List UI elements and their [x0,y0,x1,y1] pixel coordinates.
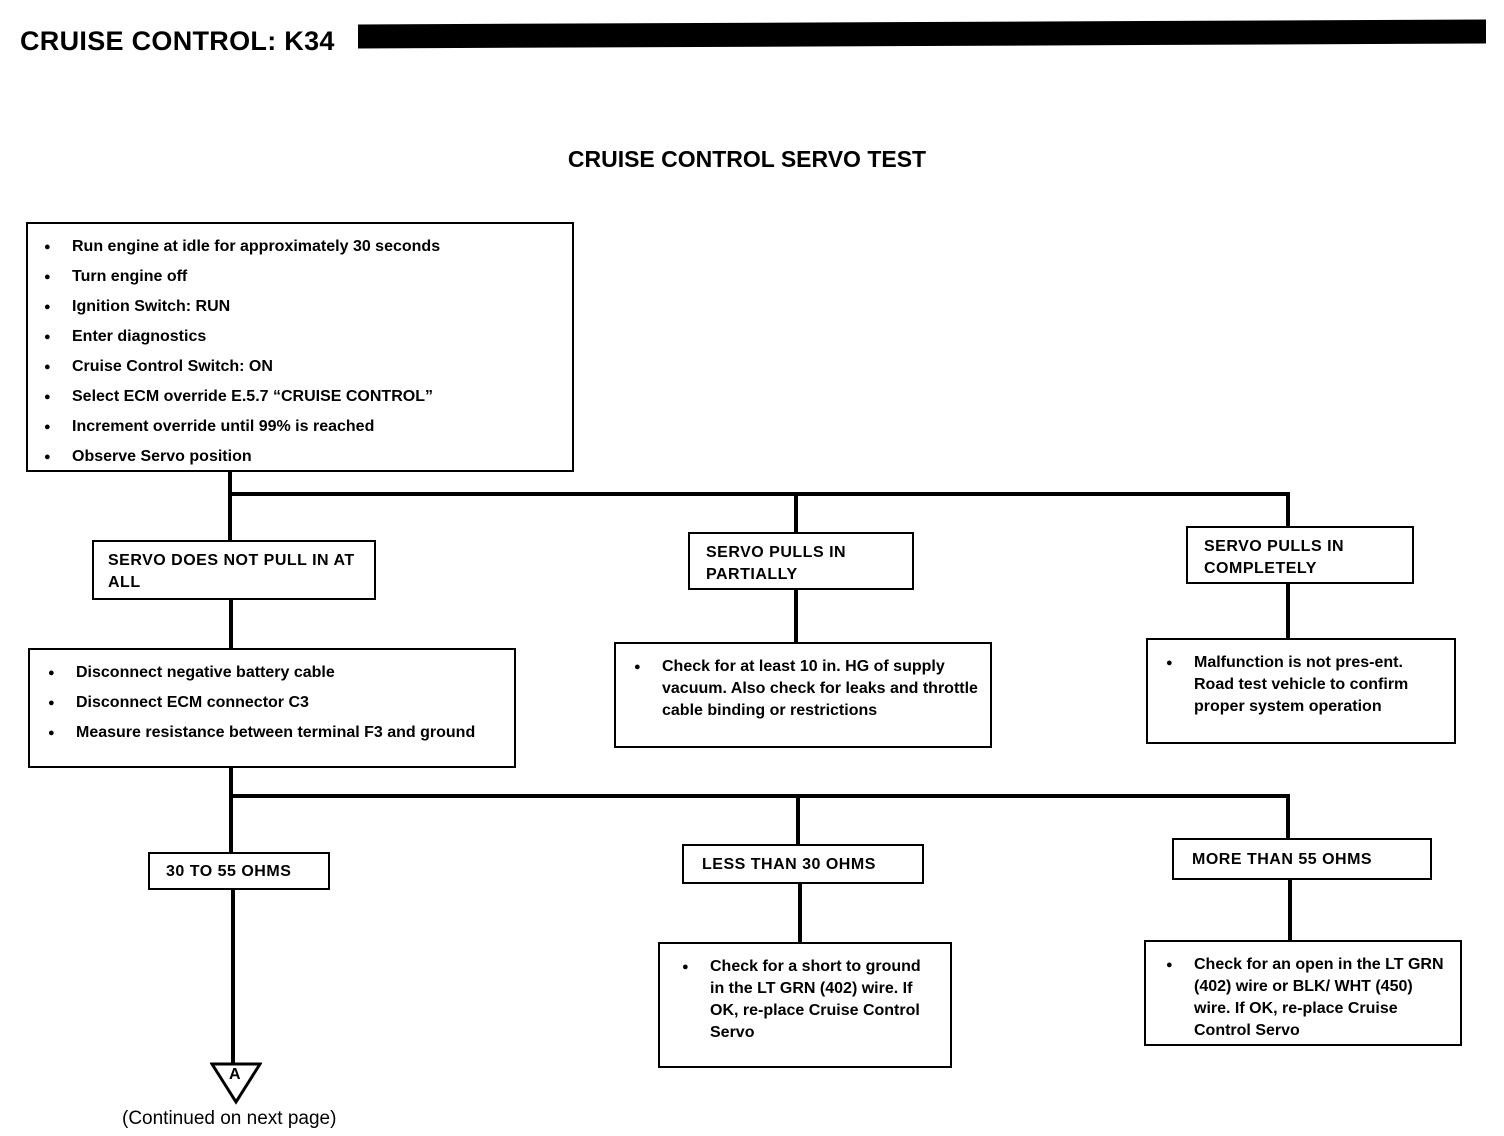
outcome-no-pull-box: SERVO DOES NOT PULL IN AT ALL [92,540,376,600]
connector-line [794,494,798,534]
disconnect-procedure-box: Disconnect negative battery cable Discon… [28,648,516,768]
step-item: Ignition Switch: RUN [44,296,562,318]
step-item: Disconnect negative battery cable [48,662,502,684]
resistance-label: MORE THAN 55 OHMS [1192,851,1373,868]
outcome-complete-box: SERVO PULLS IN COMPLETELY [1186,526,1414,584]
connector-line [229,598,233,650]
step-item: Turn engine off [44,266,562,288]
connector-line [796,796,800,846]
no-malfunction-box: Malfunction is not pres-ent. Road test v… [1146,638,1456,744]
connector-line [794,588,798,644]
resistance-normal-box: 30 TO 55 OHMS [148,852,330,890]
connector-line [1286,794,1290,840]
connector-line [230,492,1290,496]
diagram-title: CRUISE CONTROL SERVO TEST [567,146,927,172]
header-rule [358,19,1486,49]
open-check-box: Check for an open in the LT GRN (402) wi… [1144,940,1462,1046]
step-item: Check for a short to ground in the LT GR… [682,956,938,1044]
connector-line [229,766,233,854]
step-item: Measure resistance between terminal F3 a… [48,722,502,744]
short-check-box: Check for a short to ground in the LT GR… [658,942,952,1068]
connector-line [1286,582,1290,640]
continued-note: (Continued on next page) [122,1108,337,1129]
page-header-title: CRUISE CONTROL: K34 [20,26,335,56]
step-item: Select ECM override E.5.7 “CRUISE CONTRO… [44,386,562,408]
outcome-label: SERVO PULLS IN COMPLETELY [1204,538,1345,577]
step-item: Check for at least 10 in. HG of supply v… [634,656,978,722]
connector-line [231,888,235,1064]
resistance-label: 30 TO 55 OHMS [166,863,292,880]
offpage-connector-icon: A [209,1062,263,1111]
step-item: Check for an open in the LT GRN (402) wi… [1166,954,1448,1042]
connector-line [798,882,802,944]
resistance-label: LESS THAN 30 OHMS [702,856,876,873]
step-item: Increment override until 99% is reached [44,416,562,438]
vacuum-check-box: Check for at least 10 in. HG of supply v… [614,642,992,748]
outcome-label: SERVO DOES NOT PULL IN AT ALL [108,552,355,591]
connector-line [230,794,1290,798]
step-item: Enter diagnostics [44,326,562,348]
step-item: Run engine at idle for approximately 30 … [44,236,562,258]
step-item: Cruise Control Switch: ON [44,356,562,378]
connector-line [1288,878,1292,942]
outcome-label: SERVO PULLS IN PARTIALLY [706,544,847,583]
resistance-high-box: MORE THAN 55 OHMS [1172,838,1432,880]
step-item: Malfunction is not pres-ent. Road test v… [1166,652,1442,718]
step-item: Disconnect ECM connector C3 [48,692,502,714]
outcome-partial-box: SERVO PULLS IN PARTIALLY [688,532,914,590]
resistance-low-box: LESS THAN 30 OHMS [682,844,924,884]
connector-line [228,472,232,542]
connector-letter: A [229,1066,241,1083]
start-procedure-box: Run engine at idle for approximately 30 … [26,222,574,472]
connector-line [1286,492,1290,528]
step-item: Observe Servo position [44,446,562,468]
